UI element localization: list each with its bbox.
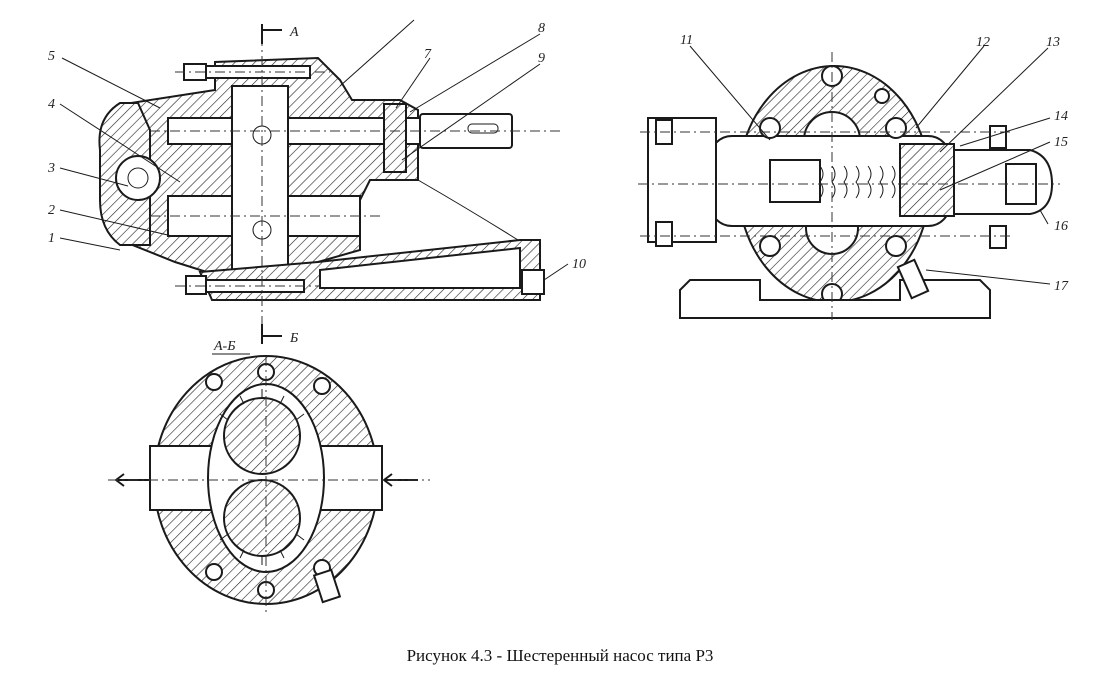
drain-plug [896,258,930,300]
part-label-10: 10 [572,257,586,272]
section-letter-bottom: Б [289,331,298,346]
bracket-rib [417,179,519,241]
part-label-12: 12 [976,35,990,50]
section-drain-plug [312,568,342,604]
adjust-cap [953,149,1054,215]
part-label-11: 11 [680,33,693,48]
part-label-2: 2 [48,203,55,218]
bottom-bolt-head [185,275,207,295]
leader-lines-left [59,19,569,281]
fitting-bore [127,167,149,189]
part-label-3: 3 [47,161,55,176]
side-bolt-right-lower [989,225,1007,249]
part-label-16: 16 [1054,219,1068,234]
gear-pair-section [231,85,289,273]
part-label-13: 13 [1046,35,1060,50]
part-label-7: 7 [424,47,432,62]
part-label-14: 14 [1054,109,1068,124]
valve-seat [899,143,955,217]
bracket-cutout [319,246,521,289]
shaft-seal [383,103,407,173]
bolt-upper-right [885,117,907,139]
bolt-hole-bottom-left [205,563,223,581]
part-label-15: 15 [1054,135,1068,150]
part-label-8: 8 [538,21,545,36]
gear-teeth [219,389,305,565]
section-mark-bottom [261,324,282,344]
bolt-lower-left [759,235,781,257]
valve-plug [769,159,821,203]
small-hole [874,88,890,104]
end-view: 11 12 13 14 15 16 17 [638,33,1069,320]
shaft-key [467,123,499,134]
longitudinal-section-view: А Б 5 4 3 2 1 7 8 9 10 [47,19,586,346]
fitting-eye [115,155,161,201]
bolt-hole-top-right [313,377,331,395]
cross-section-view: А-Б [108,339,430,612]
figure-caption: Рисунок 4.3 - Шестеренный насос типа Р3 [406,646,714,665]
bolt-hole-top-left [205,373,223,391]
part-label-4: 4 [48,97,55,112]
part-label-1: 1 [48,231,55,246]
part-label-5: 5 [48,49,55,64]
section-title: А-Б [213,339,235,354]
side-bolt-right-upper [989,125,1007,149]
bolt-lower-right [885,235,907,257]
upper-gear [223,397,301,475]
part-label-9: 9 [538,51,545,66]
side-bolt-lower [655,221,673,247]
section-letter-top: А [289,25,299,40]
leader-lines-right [689,45,1051,285]
foot-bolt [521,269,545,295]
section-mark-top [261,24,282,44]
lower-gear [223,479,301,557]
part-label-17: 17 [1054,279,1069,294]
bolt-upper-left [759,117,781,139]
